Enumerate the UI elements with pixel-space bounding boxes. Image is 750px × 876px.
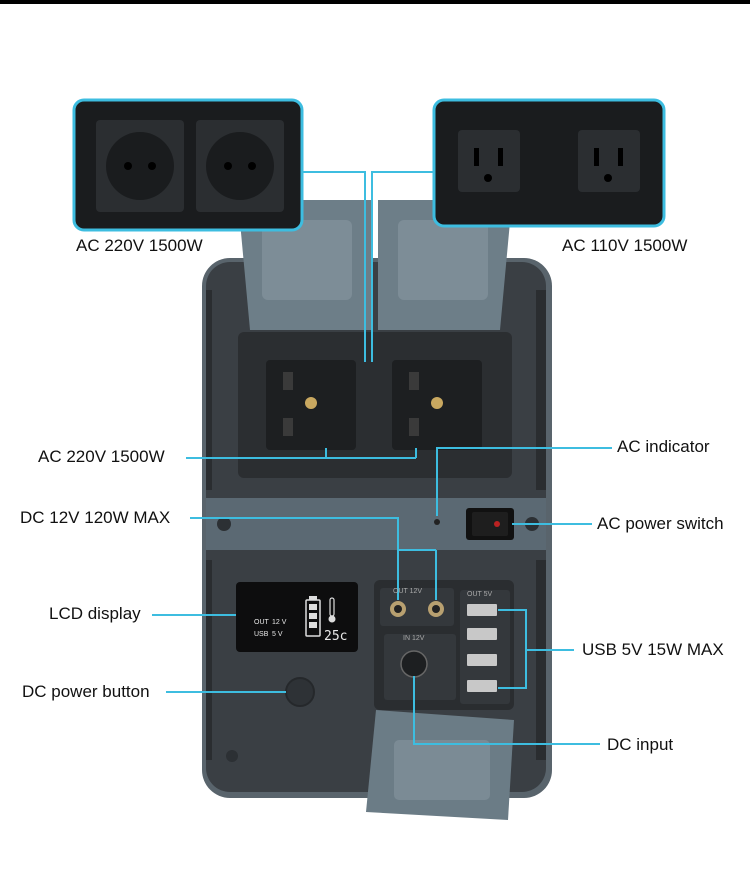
- top-border: [0, 0, 750, 4]
- inset-us-sockets: [432, 98, 666, 228]
- out12v-label: OUT 12V: [393, 588, 422, 595]
- lcd-usb-label: USB: [254, 631, 269, 638]
- in12v-label: IN 12V: [403, 635, 425, 642]
- label-lcd-display: LCD display: [49, 604, 141, 623]
- lcd-out-value: 12 V: [272, 619, 287, 626]
- lcd-out-label: OUT: [254, 619, 270, 626]
- battery-icon: [305, 596, 321, 637]
- out5v-label: OUT 5V: [467, 591, 492, 598]
- label-ac-power-switch: AC power switch: [597, 514, 724, 533]
- thermometer-icon: [328, 597, 336, 623]
- label-dc12v: DC 12V 120W MAX: [20, 508, 171, 527]
- label-usb: USB 5V 15W MAX: [582, 640, 724, 659]
- callout-lines: [152, 171, 612, 745]
- label-dc-input: DC input: [607, 735, 674, 754]
- label-ac220-top: AC 220V 1500W: [76, 236, 203, 255]
- label-ac-indicator: AC indicator: [617, 437, 710, 456]
- device-body: [202, 200, 552, 820]
- label-ac110-top: AC 110V 1500W: [562, 236, 688, 255]
- inset-eu-sockets: [72, 98, 304, 232]
- lcd-usb-value: 5 V: [272, 631, 283, 638]
- label-ac220-mid: AC 220V 1500W: [38, 447, 165, 466]
- lcd-display: [236, 582, 358, 652]
- label-dc-power-button: DC power button: [22, 682, 150, 701]
- lcd-temperature: 25c: [324, 629, 347, 644]
- dc-power-button: [285, 677, 315, 707]
